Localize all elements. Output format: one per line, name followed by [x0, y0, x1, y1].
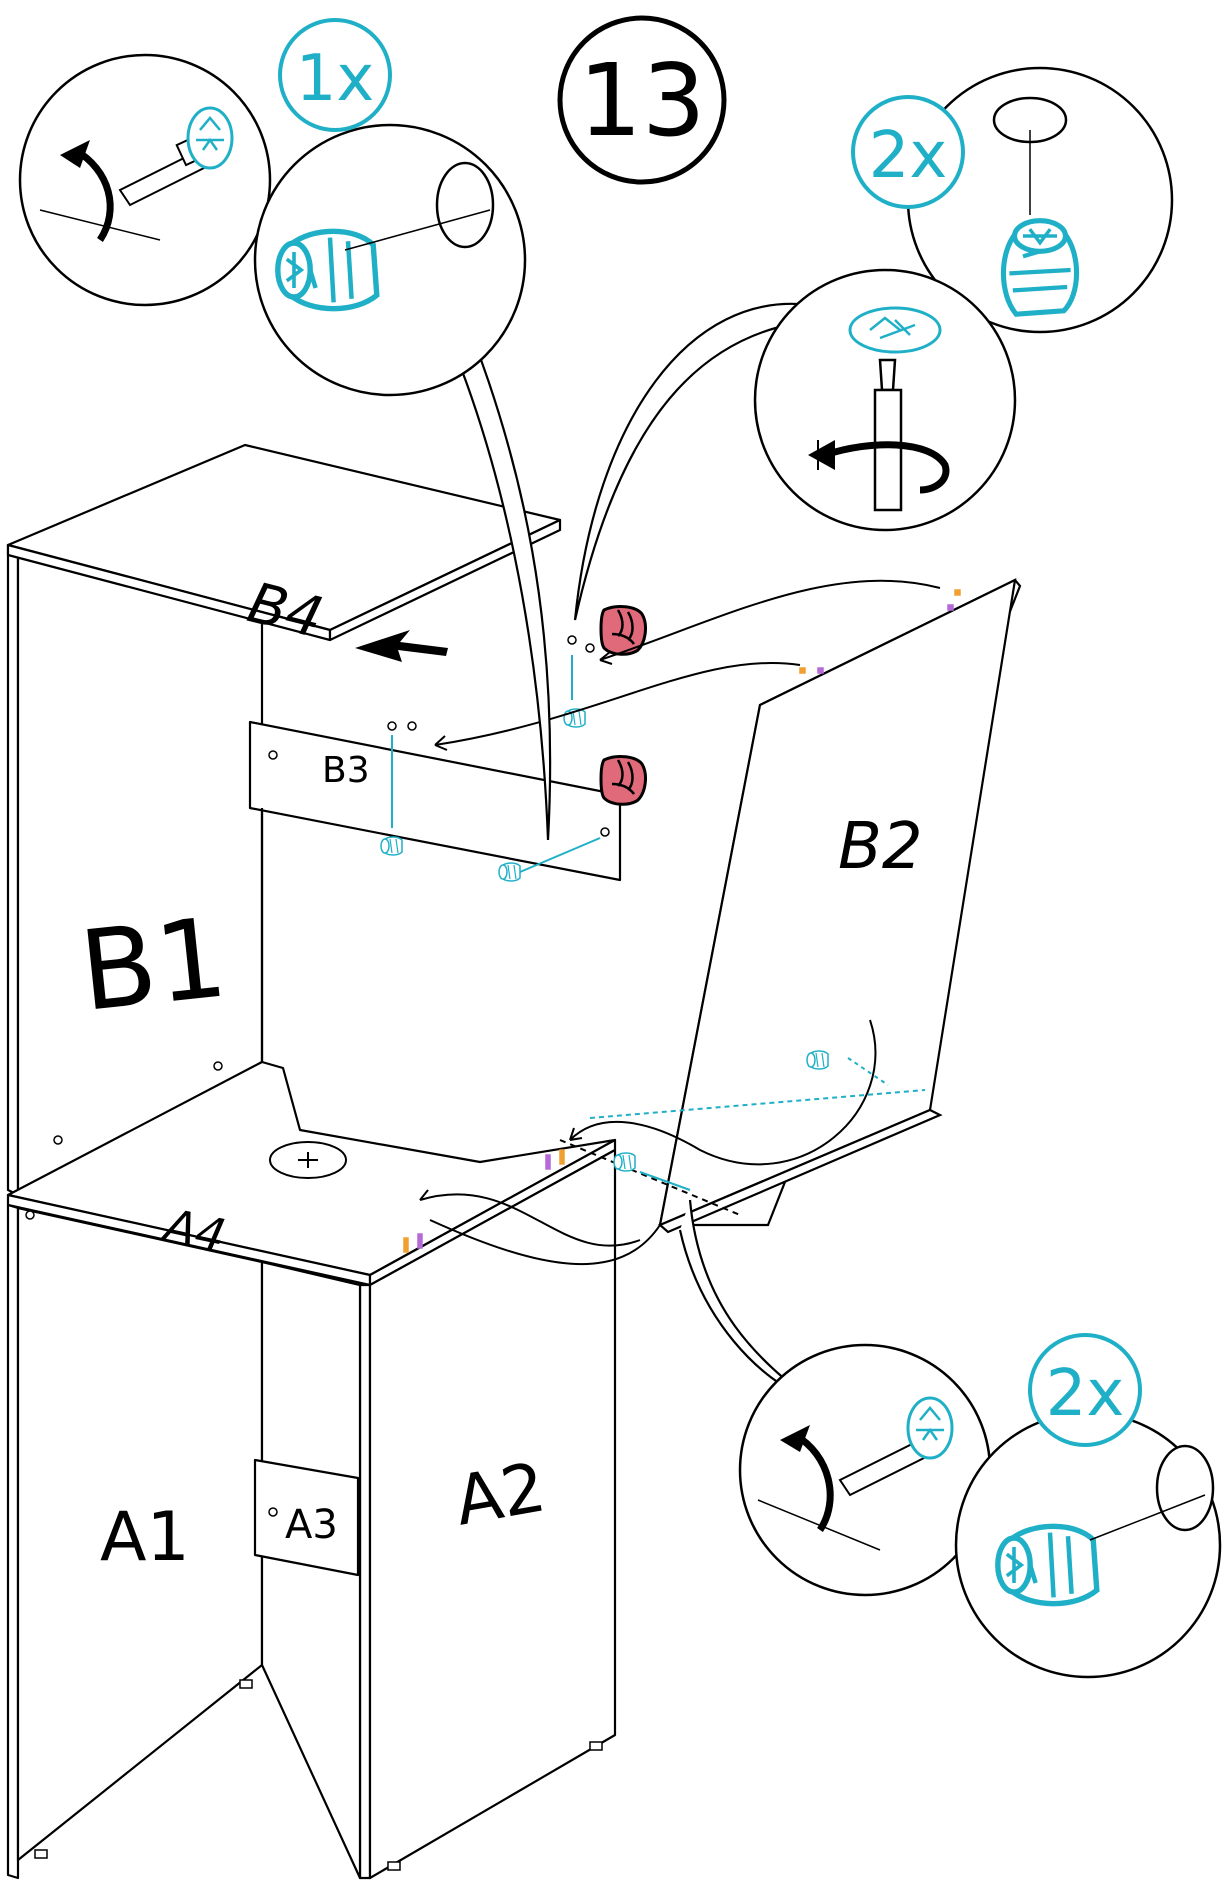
action-arrows	[419, 579, 941, 1266]
step-badge: 13	[557, 15, 727, 185]
qty-badge-top-left	[278, 18, 392, 132]
callout-rotate-bottom	[738, 1343, 992, 1597]
hole-icon	[435, 161, 495, 249]
part-label-a3: A3	[285, 1502, 338, 1548]
rotate-arrow-icon	[73, 146, 114, 242]
qty-badge-top-right	[851, 95, 965, 209]
hand-press-icon	[599, 755, 647, 806]
rotate-arrow-icon	[808, 440, 950, 494]
part-label-a1: A1	[100, 1498, 190, 1577]
cable-grommet-icon	[269, 1141, 347, 1179]
cam-lock-icon	[906, 1396, 954, 1460]
callout-rotate-left	[18, 53, 272, 307]
b2-panel	[657, 578, 1022, 1234]
part-label-a4: A4	[157, 1197, 231, 1263]
b1-panel-edge	[6, 543, 20, 1197]
qty-badge-bottom-right	[1028, 1333, 1142, 1447]
screwdriver-icon	[873, 358, 903, 512]
direction-arrow-icon	[355, 630, 448, 662]
cam-lock-icon	[998, 1526, 1097, 1603]
dowel-icon	[403, 589, 961, 1253]
qty-label: 2x	[869, 119, 948, 193]
cam-lock-icon	[848, 306, 942, 354]
cam-lock-icon	[498, 862, 521, 882]
cam-lock-icon	[613, 1152, 636, 1172]
qty-label: 2x	[1046, 1357, 1125, 1431]
callout-screwdriver-down	[753, 268, 1017, 532]
callout-2x-bottom: 2x	[954, 1333, 1222, 1679]
hole-icon	[1155, 1444, 1215, 1532]
screw-holes	[25, 635, 610, 1517]
part-label-b3: B3	[322, 750, 370, 791]
a2-panel	[368, 1148, 617, 1880]
cam-lock-icon	[806, 1050, 829, 1070]
b4-side-edge	[328, 518, 562, 642]
a3-rail	[253, 1458, 360, 1577]
callout-1x: 1x	[253, 18, 527, 397]
callout-tails	[446, 302, 821, 1402]
feet	[34, 1679, 603, 1871]
part-label-a2: A2	[449, 1448, 551, 1541]
rotate-arrow-head-icon	[60, 140, 90, 168]
connector-lines	[391, 655, 889, 1191]
part-label-b1: B1	[74, 893, 232, 1036]
cam-lock-icon	[278, 231, 377, 308]
b3-rail	[248, 720, 622, 882]
a1-edge	[6, 1203, 20, 1880]
part-label-b2: B2	[838, 810, 923, 884]
cabinet	[6, 443, 622, 1880]
cam-lock-icon	[380, 836, 403, 856]
callout-2x-top: 2x	[851, 66, 1174, 334]
step-number: 13	[578, 42, 705, 159]
cam-lock-icon	[1003, 221, 1076, 315]
rotate-arrow-icon	[793, 1431, 834, 1532]
qty-label: 1x	[296, 42, 375, 116]
cam-lock-icon	[186, 106, 234, 170]
a2-edge	[358, 1283, 372, 1880]
